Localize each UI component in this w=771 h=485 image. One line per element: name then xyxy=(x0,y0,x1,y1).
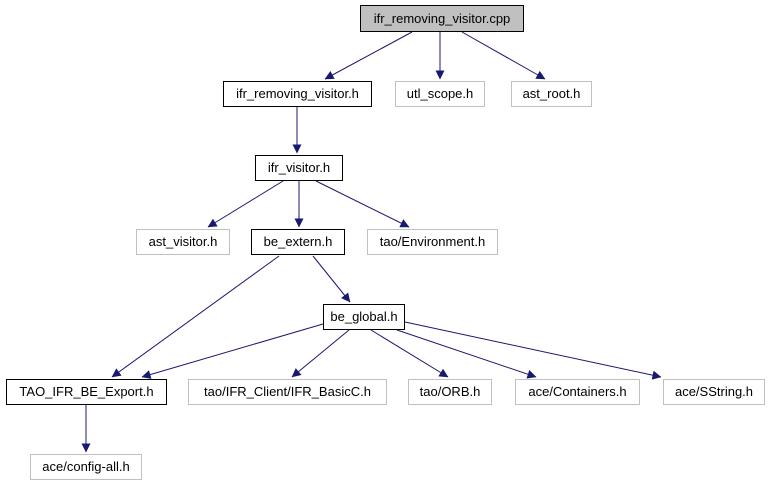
graph-node-ast-visitor-h: ast_visitor.h xyxy=(136,229,230,255)
graph-node-tao-environment-h: tao/Environment.h xyxy=(367,229,498,255)
graph-node-utl-scope-h: utl_scope.h xyxy=(395,81,485,107)
graph-node-tao-ifr-client-ifr-basicc-h: tao/IFR_Client/IFR_BasicC.h xyxy=(188,379,387,405)
graph-node-ace-sstring-h: ace/SString.h xyxy=(663,379,765,405)
graph-edge-beext-taoexp xyxy=(111,255,280,378)
graph-edge-beglob-taoexp xyxy=(141,323,324,379)
graph-node-label: tao/IFR_Client/IFR_BasicC.h xyxy=(204,384,371,399)
graph-node-label: ace/config-all.h xyxy=(42,459,130,474)
graph-edge-beglob-taoorb xyxy=(370,329,449,378)
graph-node-label: ifr_visitor.h xyxy=(267,160,331,175)
graph-edge-cpp-h1 xyxy=(324,31,413,80)
graph-node-tao-ifr-be-export-h[interactable]: TAO_IFR_BE_Export.h xyxy=(6,379,167,405)
graph-node-be-global-h[interactable]: be_global.h xyxy=(323,304,405,330)
graph-node-ifr-removing-visitor-cpp: ifr_removing_visitor.cpp xyxy=(360,5,524,32)
graph-edge-beglob-acesstr xyxy=(404,321,662,380)
graph-edge-cpp-astroot xyxy=(461,31,546,80)
graph-node-ace-containers-h: ace/Containers.h xyxy=(515,379,640,405)
graph-node-label: ifr_removing_visitor.h xyxy=(236,86,359,101)
graph-node-ast-root-h: ast_root.h xyxy=(511,81,592,107)
graph-node-label: ifr_removing_visitor.cpp xyxy=(373,10,511,26)
graph-node-label: TAO_IFR_BE_Export.h xyxy=(19,384,154,399)
graph-node-label: ace/Containers.h xyxy=(528,384,627,399)
graph-edge-ifrv-taoenv xyxy=(315,180,410,228)
graph-node-label: be_extern.h xyxy=(263,234,333,249)
graph-node-label: tao/ORB.h xyxy=(419,384,481,399)
graph-node-label: ast_visitor.h xyxy=(148,234,218,249)
graph-edge-ifrv-astv xyxy=(207,180,284,228)
graph-node-label: be_global.h xyxy=(330,309,398,324)
graph-node-label: utl_scope.h xyxy=(406,86,474,101)
graph-node-ace-config-all-h: ace/config-all.h xyxy=(30,454,142,480)
graph-node-label: ace/SString.h xyxy=(674,384,754,399)
graph-node-tao-orb-h: tao/ORB.h xyxy=(408,379,492,405)
graph-edge-beglob-basicc xyxy=(291,329,350,378)
graph-edge-beglob-acecont xyxy=(396,329,537,379)
graph-node-label: tao/Environment.h xyxy=(379,234,486,249)
graph-node-ifr-visitor-h[interactable]: ifr_visitor.h xyxy=(255,155,343,181)
graph-node-be-extern-h[interactable]: be_extern.h xyxy=(251,229,345,255)
graph-node-label: ast_root.h xyxy=(522,86,581,101)
graph-edge-beext-beglob xyxy=(312,255,351,303)
graph-node-ifr-removing-visitor-h[interactable]: ifr_removing_visitor.h xyxy=(223,81,372,107)
